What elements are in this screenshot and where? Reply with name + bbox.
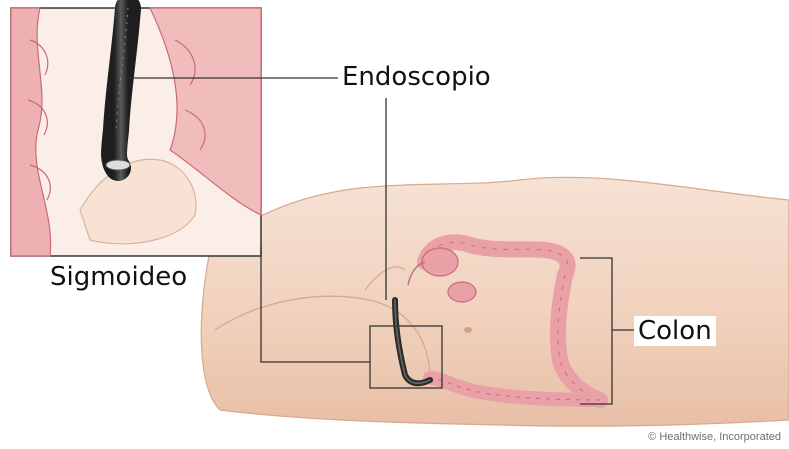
colon-label: Colon <box>634 316 716 346</box>
sigmoid-label: Sigmoideo <box>46 262 191 292</box>
copyright-credit: © Healthwise, Incorporated <box>648 431 781 443</box>
navel <box>464 327 472 333</box>
endoscope-label: Endoscopio <box>338 62 495 92</box>
sigmoid-inset <box>11 8 261 256</box>
